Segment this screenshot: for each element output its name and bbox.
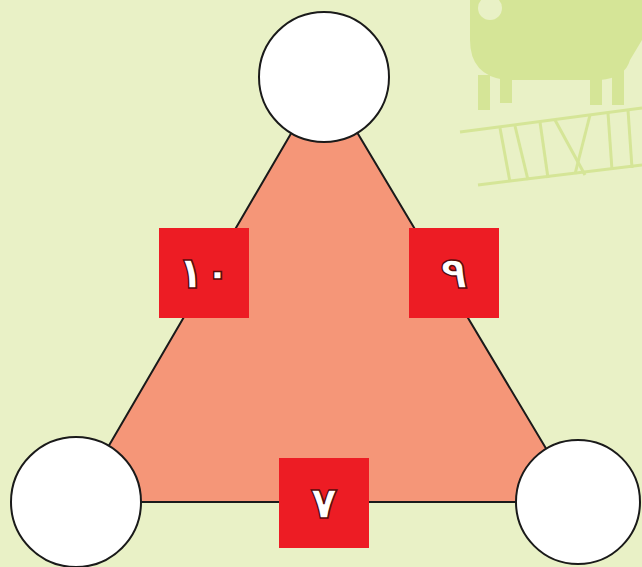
background-fence: [460, 108, 642, 185]
fence-post: [540, 122, 548, 178]
fence-post: [515, 126, 528, 180]
animal-eye: [478, 0, 502, 20]
edge-number: ٩: [441, 251, 468, 295]
fence-post: [500, 128, 510, 182]
fence-post: [608, 113, 612, 170]
edge-number: ١٠: [177, 251, 231, 295]
fence-rail: [478, 165, 642, 185]
number-square: ٩: [409, 228, 499, 318]
number-square: ١٠: [159, 228, 249, 318]
animal-leg: [612, 70, 624, 105]
animal-leg: [500, 75, 512, 103]
number-square: ٧: [279, 458, 369, 548]
empty-circle: [11, 437, 141, 567]
edge-number: ٧: [311, 481, 338, 525]
empty-circle: [516, 440, 640, 564]
fence-rail: [460, 108, 642, 132]
animal-leg: [478, 75, 490, 110]
background-animal: [470, 0, 642, 110]
fence-post: [575, 115, 590, 174]
animal-leg: [590, 75, 602, 105]
empty-circle: [259, 12, 389, 142]
fence-post: [628, 110, 632, 168]
